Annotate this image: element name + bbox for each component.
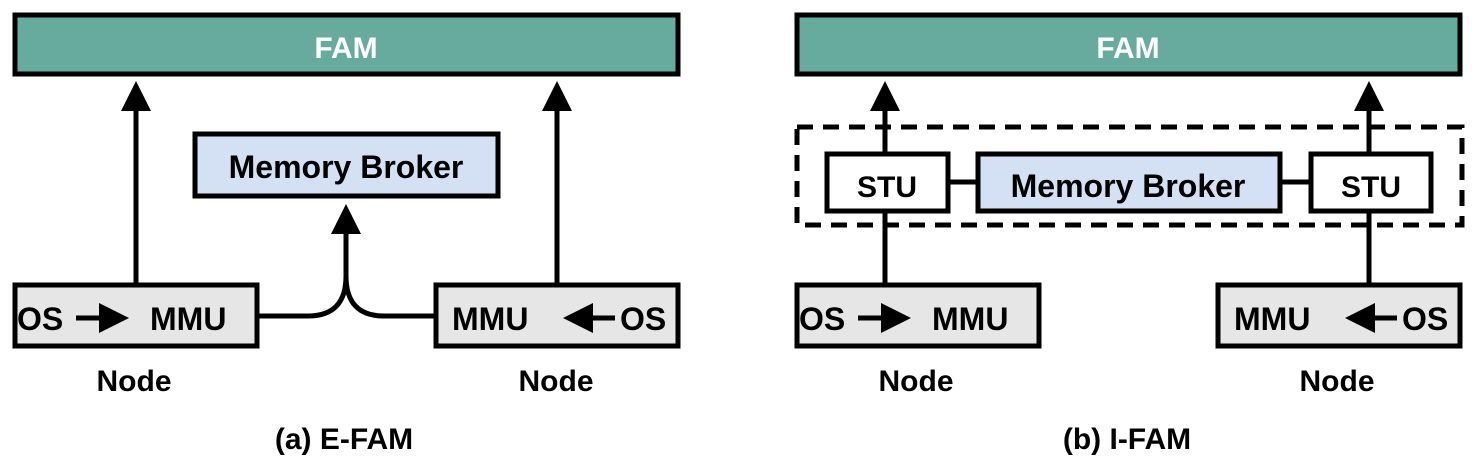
stu-right-label: STU: [1341, 171, 1401, 204]
fam-label: FAM: [314, 32, 377, 65]
caption-e-fam: (a) E-FAM: [275, 423, 413, 456]
stu-right-box: [1308, 151, 1434, 214]
right-mmu-label: MMU: [452, 301, 528, 337]
fam-box: [794, 12, 1463, 77]
stu-left-label: STU: [857, 171, 917, 204]
right-os-label: OS: [620, 301, 666, 337]
memory-broker-box: [975, 151, 1283, 214]
memory-broker-label: Memory Broker: [229, 149, 464, 185]
left-mmu-label: MMU: [150, 301, 226, 337]
integration-boundary: [794, 124, 1465, 228]
right-node-label: Node: [1300, 365, 1375, 398]
left-node-box: [794, 282, 1042, 349]
panel-e-fam: FAM Memory Broker OS MMU MMU OS Node Nod…: [12, 12, 681, 456]
right-os-label: OS: [1402, 301, 1448, 337]
fam-box: [12, 12, 681, 77]
memory-broker-box: [192, 131, 501, 199]
right-node-box: [433, 282, 681, 349]
right-mmu-label: MMU: [1234, 301, 1310, 337]
left-os-label: OS: [799, 301, 845, 337]
left-mmu-label: MMU: [932, 301, 1008, 337]
left-node-label: Node: [879, 365, 954, 398]
panel-i-fam: FAM STU Memory Broker STU OS MMU MMU OS …: [794, 12, 1465, 456]
left-node-label: Node: [97, 365, 172, 398]
caption-i-fam: (b) I-FAM: [1063, 423, 1191, 456]
nodes-to-broker-connector: [257, 275, 436, 319]
fam-label: FAM: [1096, 32, 1159, 65]
right-node-label: Node: [519, 365, 594, 398]
left-os-label: OS: [17, 301, 63, 337]
right-node-box: [1215, 282, 1463, 349]
memory-broker-label: Memory Broker: [1011, 168, 1246, 204]
